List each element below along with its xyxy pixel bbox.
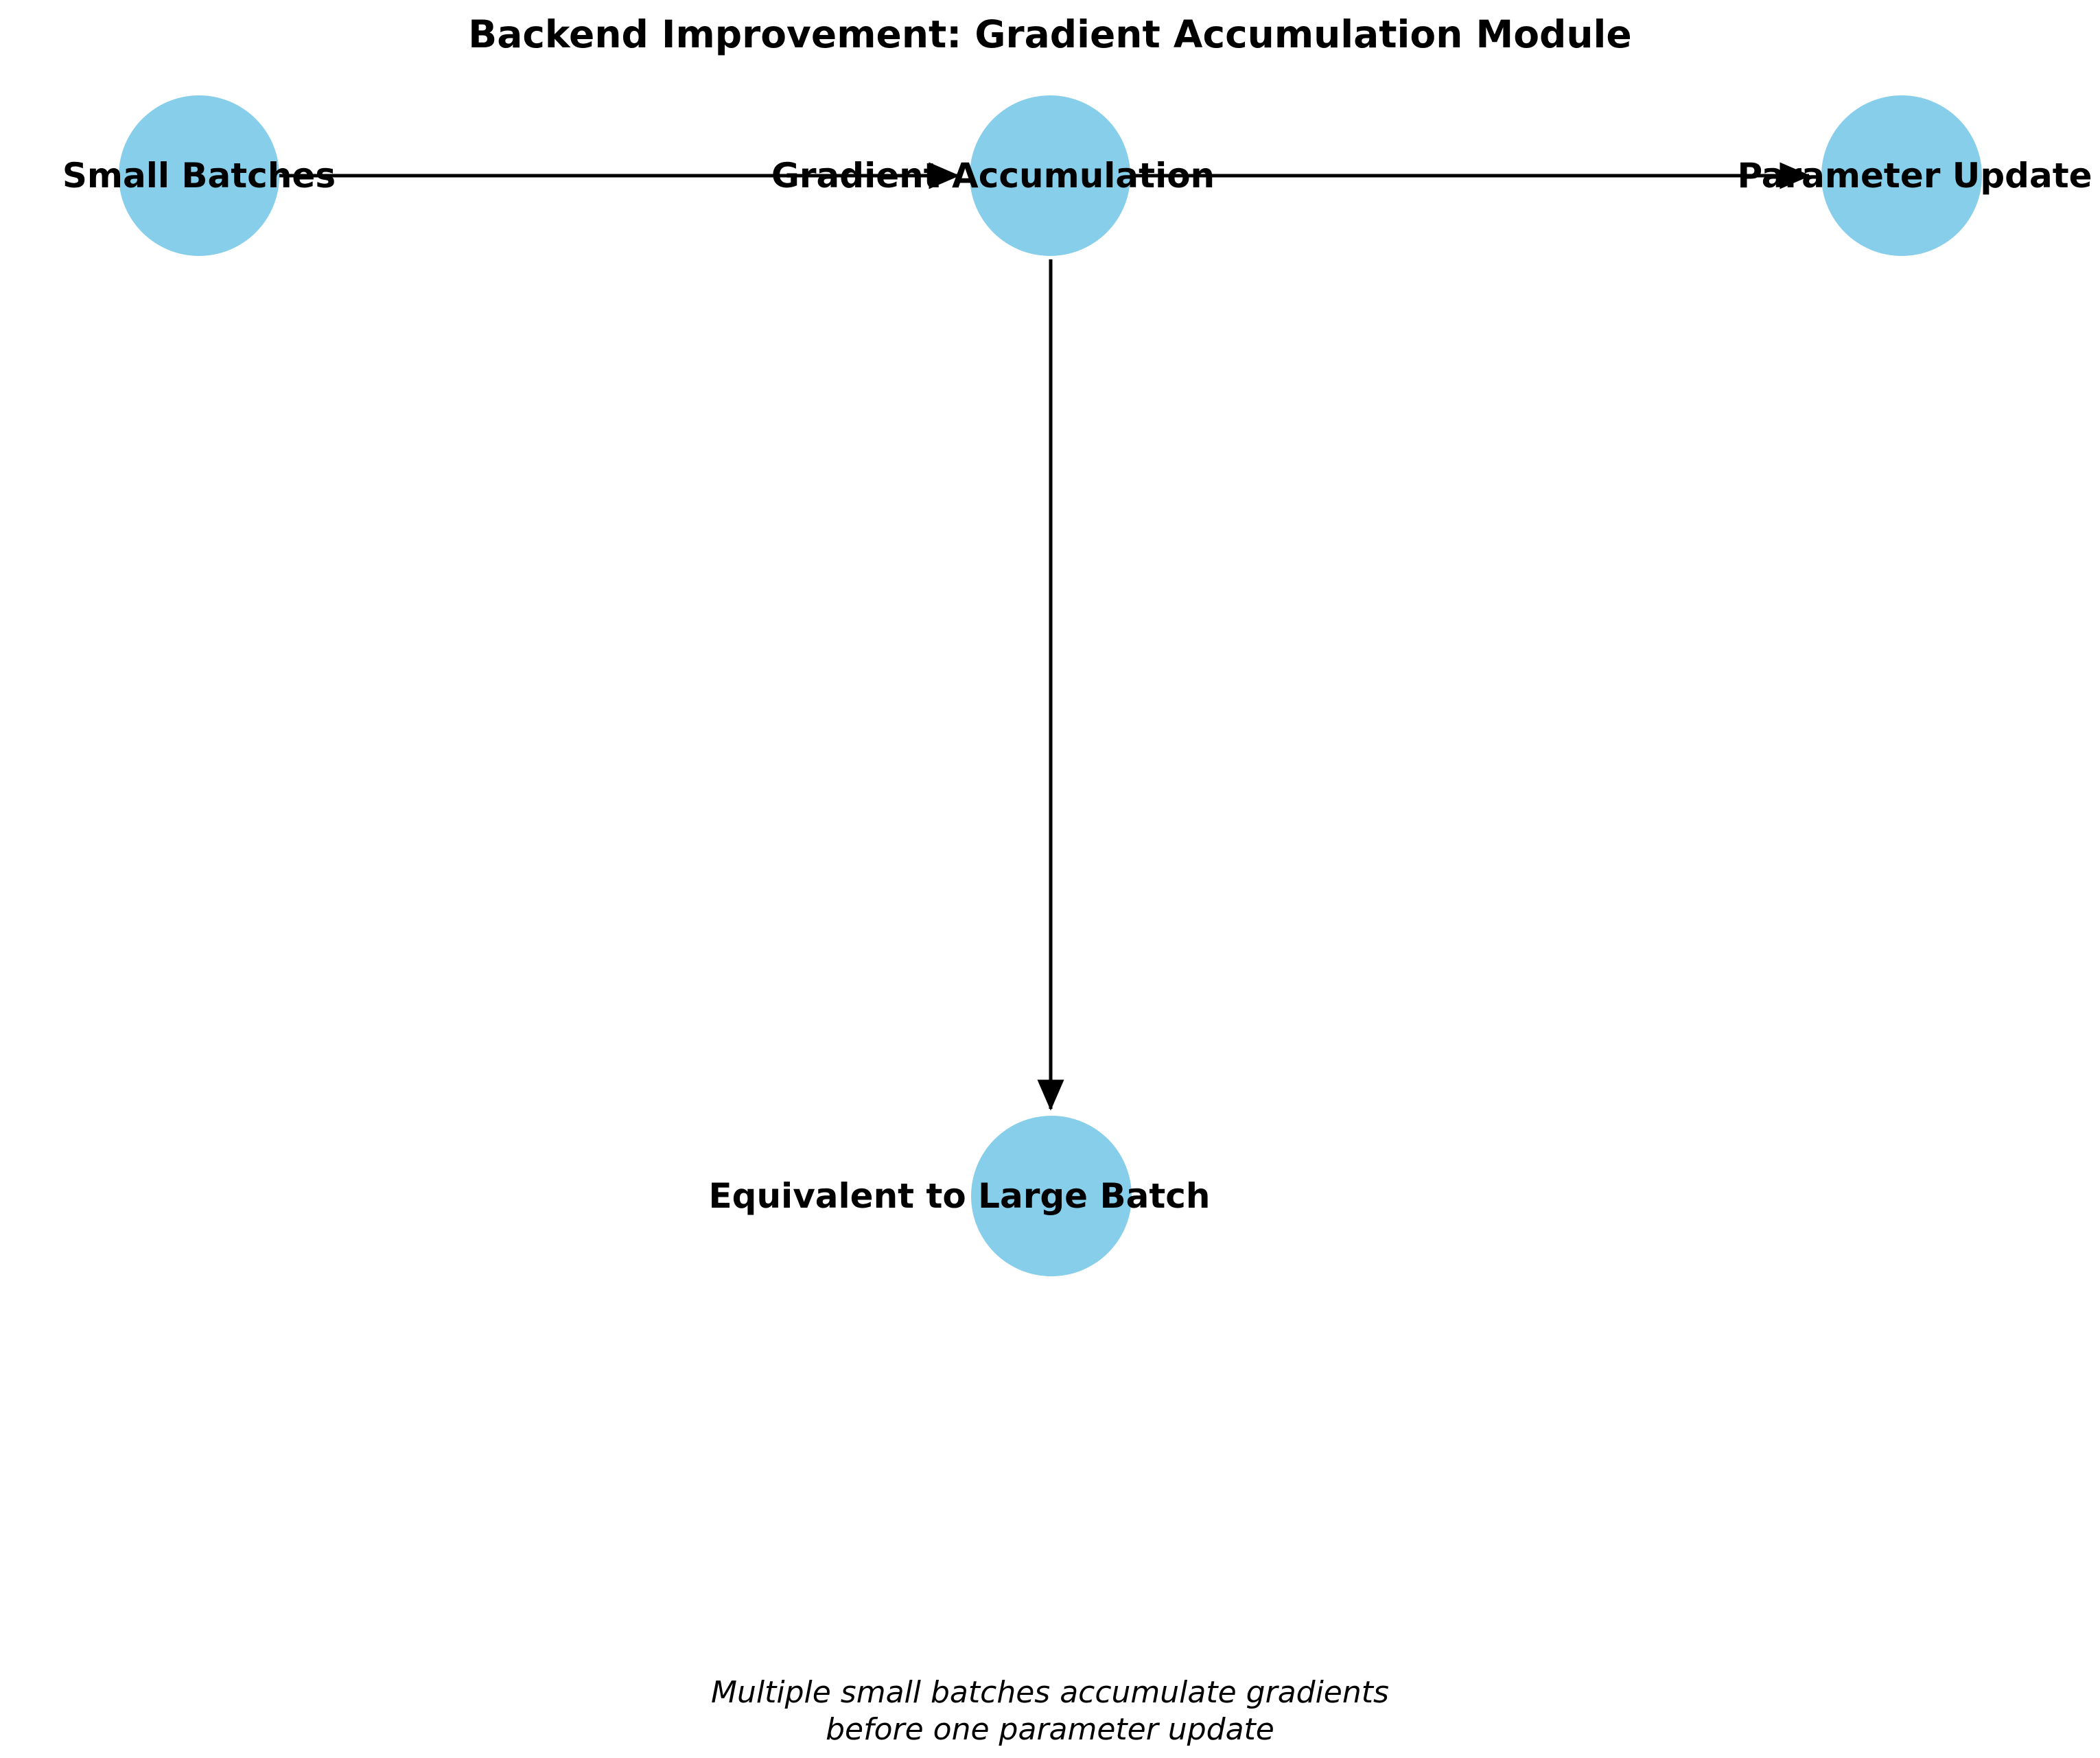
node-label-small-batches: Small Batches xyxy=(62,156,336,196)
edge-group xyxy=(199,162,1811,1111)
node-parameter-update[interactable] xyxy=(1821,95,1982,256)
node-equivalent-large-batch[interactable] xyxy=(971,1116,1132,1276)
node-gradient-accumulation[interactable] xyxy=(970,95,1130,256)
page-title: Backend Improvement: Gradient Accumulati… xyxy=(468,12,1632,56)
figure-caption-line-2: before one parameter update xyxy=(826,1711,1274,1747)
figure-caption: Multiple small batches accumulate gradie… xyxy=(0,1674,2100,1748)
node-label-equivalent-large-batch: Equivalent to Large Batch xyxy=(708,1176,1211,1216)
node-label-parameter-update: Parameter Update xyxy=(1737,156,2092,196)
node-label-gradient-accumulation: Gradient Accumulation xyxy=(771,156,1215,196)
figure-caption-line-1: Multiple small batches accumulate gradie… xyxy=(711,1675,1389,1710)
node-group xyxy=(119,95,1982,1276)
node-small-batches[interactable] xyxy=(119,95,279,256)
